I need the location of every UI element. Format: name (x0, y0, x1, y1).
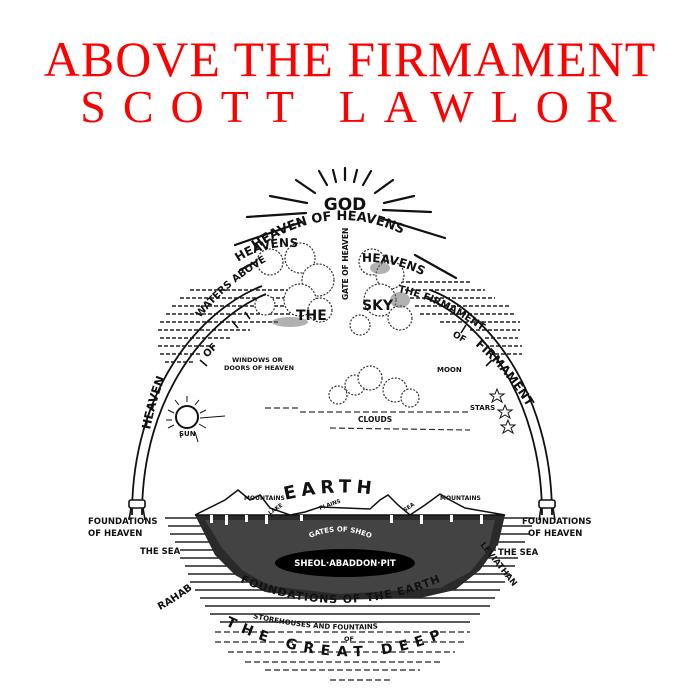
waters-above-right (400, 281, 522, 355)
clouds-label: CLOUDS (358, 415, 392, 424)
sheol-label: SHEOL·ABADDON·PIT (294, 559, 396, 569)
great-deep-label: THE GREAT DEEP (223, 614, 449, 660)
rahab-label: RAHAB (156, 582, 194, 612)
god-rays (233, 166, 458, 280)
deep-dashes (215, 631, 470, 681)
snow-drips (210, 515, 483, 525)
mountain-range (194, 489, 506, 516)
foundations-right-1: FOUNDATIONS (522, 517, 591, 527)
low-clouds (328, 365, 420, 408)
sun-label: SUN (179, 430, 196, 438)
waters-above-left (158, 289, 300, 363)
arch-joints (199, 311, 493, 367)
moon-label: MOON (437, 366, 462, 374)
cloud-streaks (265, 407, 471, 431)
doors-label: DOORS OF HEAVEN (224, 364, 294, 372)
firmament-arch (131, 285, 553, 516)
sheol-pit (275, 549, 415, 577)
foundations-left-2: OF HEAVEN (88, 529, 142, 539)
album-title: ABOVE THE FIRMAMENT (43, 31, 657, 87)
artist-name: SCOTT LAWLOR (80, 81, 634, 132)
mountains-right-label: MOUNTAINS (440, 495, 481, 502)
sky-label: SKY (362, 298, 394, 314)
stars-label: STARS (470, 404, 495, 412)
stars-icon (488, 387, 517, 435)
the-sea-left-label: THE SEA (140, 547, 181, 557)
earth-label: EARTH (282, 476, 378, 504)
moon-icon (440, 352, 460, 362)
god-label: GOD (324, 195, 367, 215)
pillar-right (538, 499, 556, 521)
sun-icon (166, 396, 226, 443)
of-right-label: OF (451, 330, 468, 346)
of-left-label: OF (201, 341, 220, 360)
pillar-left (128, 499, 146, 521)
mountains-left-label: MOUNTAINS (244, 495, 285, 502)
sky-clouds (254, 242, 413, 336)
foundations-right-2: OF HEAVEN (528, 529, 582, 539)
of-deep-label: OF (344, 635, 354, 643)
foundations-left-1: FOUNDATIONS (88, 517, 157, 527)
the-label: THE (296, 308, 327, 324)
the-firmament-label: THE FIRMAMENT (397, 284, 486, 333)
cloud-shading (272, 262, 410, 327)
windows-label: WINDOWS OR (232, 356, 283, 364)
gate-of-heaven-label: GATE OF HEAVEN (341, 228, 350, 300)
firmament-label: FIRMAMENT (473, 337, 537, 410)
the-sea-right-label: THE SEA (498, 548, 539, 558)
